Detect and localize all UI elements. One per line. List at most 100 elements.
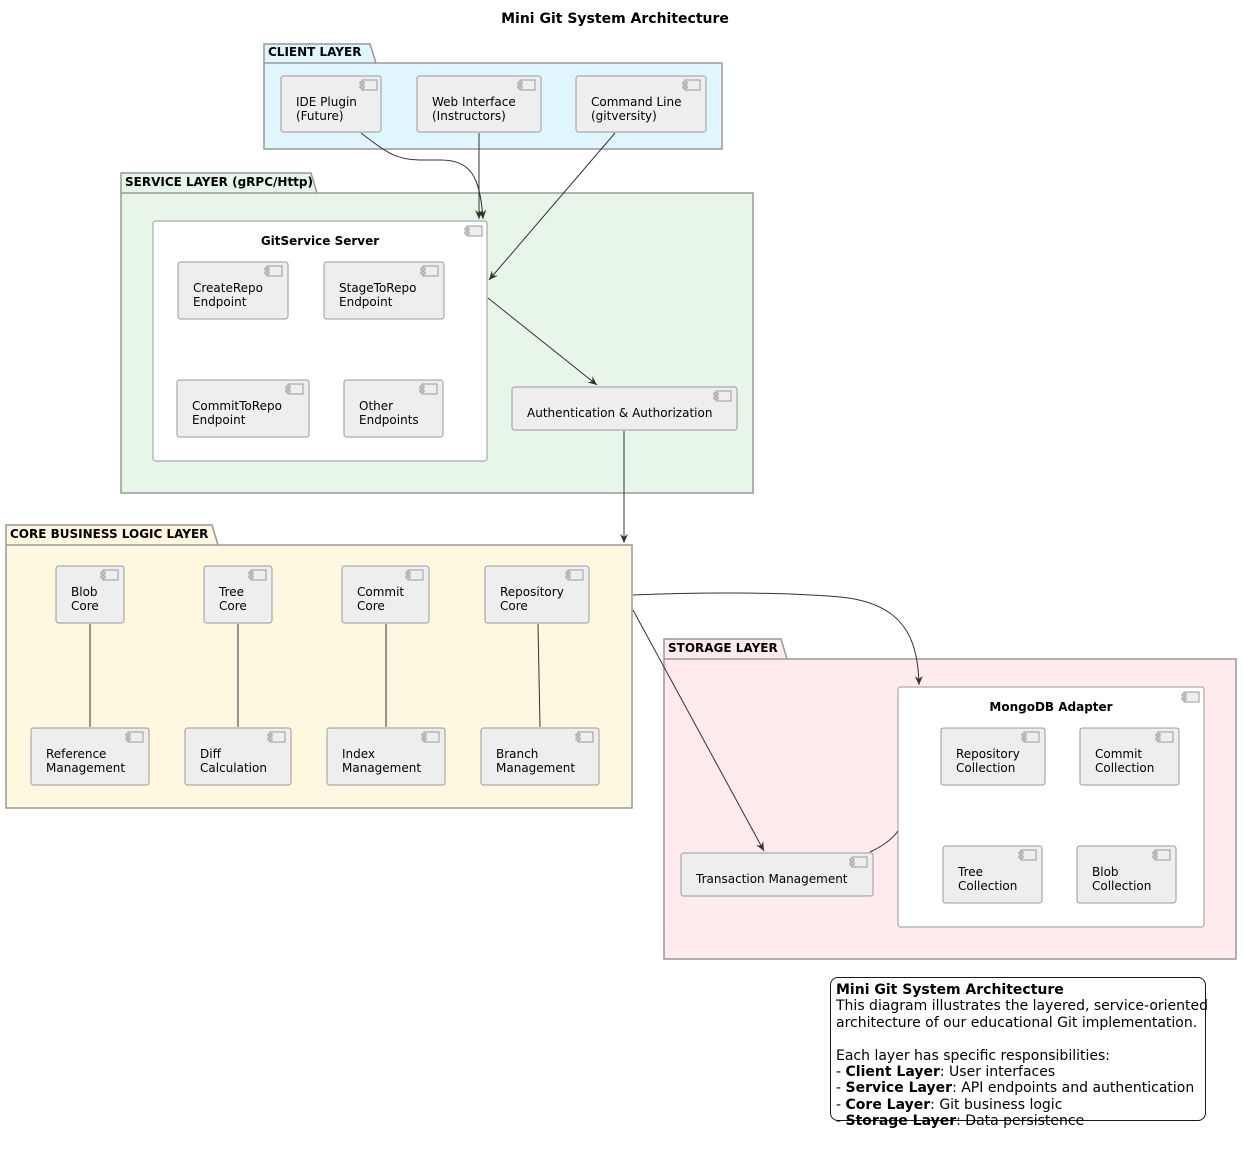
note-description-line-1: This diagram illustrates the layered, se…: [836, 998, 1209, 1015]
note-item-core: - Core Layer: Git business logic: [836, 1096, 1063, 1113]
note-item-desc: : Data persistence: [956, 1113, 1085, 1130]
note-title: Mini Git System Architecture: [836, 982, 1064, 998]
component-icon: [1152, 849, 1171, 861]
diff-calculation-sublabel: Calculation: [200, 761, 267, 775]
command-line-component: Command Line(gitversity): [575, 75, 707, 133]
component-icon: [285, 383, 304, 395]
note-item-desc: : API endpoints and authentication: [952, 1080, 1195, 1097]
service-layer-label: SERVICE LAYER (gRPC/Http): [125, 175, 313, 189]
mongodb-adapter-title: MongoDB Adapter: [989, 700, 1112, 714]
component-icon: [575, 731, 594, 743]
web-interface-component: Web Interface(Instructors): [416, 75, 542, 133]
component-icon: [267, 731, 286, 743]
note-item-name: Client Layer: [845, 1064, 940, 1081]
core-layer-label: CORE BUSINESS LOGIC LAYER: [10, 527, 208, 541]
note-intro: Each layer has specific responsibilities…: [836, 1047, 1110, 1064]
server-to-auth-arrow: [487, 297, 598, 386]
branch-management-sublabel: Management: [496, 761, 575, 775]
component-icon: [1181, 691, 1200, 703]
note-item-desc: : User interfaces: [939, 1064, 1056, 1081]
storage-layer-label: STORAGE LAYER: [668, 641, 778, 655]
legend-note: Mini Git System Architecture This diagra…: [830, 977, 1209, 1129]
index-management-sublabel: Management: [342, 761, 421, 775]
note-description-line-2: architecture of our educational Git impl…: [836, 1014, 1198, 1031]
client-layer-label: CLIENT LAYER: [268, 45, 361, 59]
component-icon: [419, 383, 438, 395]
create-repo-label: CreateRepo: [193, 281, 263, 295]
component-icon: [517, 79, 536, 91]
stage-to-repo-label: StageToRepo: [339, 281, 416, 295]
note-item-storage: - Storage Layer: Data persistence: [836, 1113, 1085, 1130]
component-icon: [420, 265, 439, 277]
blob-core-sublabel: Core: [71, 599, 99, 613]
note-item-desc: : Git business logic: [930, 1096, 1063, 1113]
ide-plugin-component: IDE Plugin(Future): [280, 75, 382, 133]
component-icon: [405, 569, 424, 581]
reference-management-sublabel: Management: [46, 761, 125, 775]
component-icon: [464, 225, 483, 237]
auth-label: Authentication & Authorization: [527, 406, 712, 420]
note-item-name: Storage Layer: [845, 1113, 957, 1130]
commit-core-sublabel: Core: [357, 599, 385, 613]
transaction-mongodb-link: [869, 830, 899, 853]
commit-to-repo-sublabel: Endpoint: [192, 413, 246, 427]
other-endpoints-label: Other: [359, 399, 393, 413]
svg-text:Command Line(gitversity): Command Line(gitversity): [591, 95, 682, 123]
core-to-mongodb-arrow: [632, 592, 923, 686]
command-line-sublabel: (gitversity): [591, 109, 657, 123]
web-interface-label: Web Interface: [432, 95, 516, 109]
component-icon: [1018, 849, 1037, 861]
core-layer-package: CORE BUSINESS LOGIC LAYER: [5, 524, 633, 809]
component-icon: [849, 856, 868, 868]
blob-core-label: Blob: [71, 585, 98, 599]
connectors: [89, 132, 923, 853]
component-icon: [359, 79, 378, 91]
note-item-name: Service Layer: [845, 1080, 953, 1097]
note-item-service: - Service Layer: API endpoints and authe…: [836, 1080, 1195, 1097]
tree-core-label: Tree: [218, 585, 244, 599]
component-icon: [100, 569, 119, 581]
cli-to-server-arrow: [488, 132, 616, 281]
component-icon: [248, 569, 267, 581]
gitservice-server-title: GitService Server: [261, 234, 379, 248]
component-icon: [1021, 731, 1040, 743]
blob-collection-sublabel: Collection: [1092, 879, 1151, 893]
commit-collection-label: Commit: [1095, 747, 1142, 761]
tree-core-sublabel: Core: [219, 599, 247, 613]
component-icon: [565, 569, 584, 581]
other-endpoints-sublabel: Endpoints: [359, 413, 419, 427]
component-icon: [1155, 731, 1174, 743]
index-management-label: Index: [342, 747, 375, 761]
note-spacer: [836, 1031, 1200, 1047]
repository-collection-sublabel: Collection: [956, 761, 1015, 775]
stage-to-repo-sublabel: Endpoint: [339, 295, 393, 309]
create-repo-sublabel: Endpoint: [193, 295, 247, 309]
repository-core-sublabel: Core: [500, 599, 528, 613]
blob-collection-label: Blob: [1092, 865, 1119, 879]
svg-text:IDE Plugin(Future): IDE Plugin(Future): [296, 95, 357, 123]
ide-to-server-arrow: [360, 132, 487, 220]
command-line-label: Command Line: [591, 95, 682, 109]
